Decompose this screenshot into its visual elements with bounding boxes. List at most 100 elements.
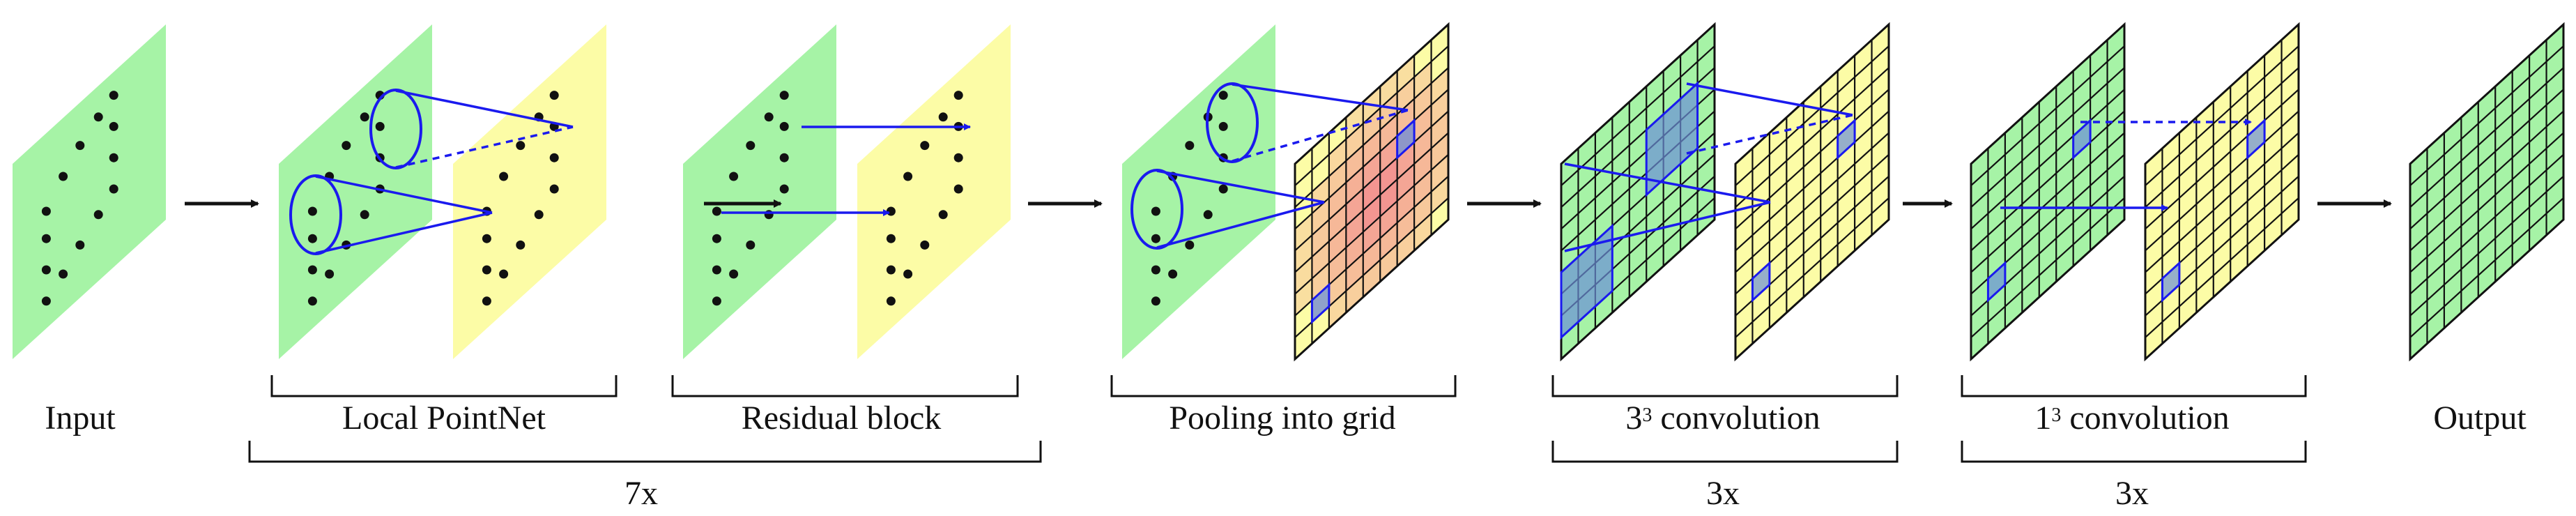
pooled-heat-cell: [1295, 257, 1312, 294]
pointnet-feature-point: [549, 184, 559, 194]
bracket-repeat-3x-conv3: [1551, 441, 1899, 463]
pooled-heat-cell: [1431, 111, 1448, 149]
pointnet-input-point: [307, 265, 317, 275]
conv1-input-grid-grid-h: [1970, 67, 2125, 208]
conv3-output-lower: [1751, 260, 1771, 303]
conv1-feature-grid-grid-h: [2145, 132, 2299, 273]
pooled-heat-cell: [1363, 195, 1381, 232]
pooled-heat-cell: [1363, 238, 1381, 275]
pooled-heat-cell: [1363, 173, 1381, 211]
pooled-heat-cell: [1397, 55, 1415, 93]
input-point: [109, 91, 118, 100]
residual-feature-point: [886, 234, 896, 243]
pooled-heat-cell: [1346, 102, 1363, 139]
output-grid-grid-h: [2409, 153, 2564, 295]
residual-input-point: [779, 184, 789, 194]
residual-input-point: [712, 265, 721, 275]
pooled-grid-grid-h: [1294, 153, 1449, 295]
conv1-input-grid-grid-h: [1970, 132, 2125, 273]
bracket-repeat-3x-conv1: [1961, 441, 2307, 463]
pooled-heat-cell: [1397, 185, 1415, 223]
pointnet-feature-point: [516, 240, 526, 250]
pooled-heat-cell: [1380, 201, 1397, 238]
pooled-heat-cell: [1397, 142, 1415, 180]
pointnet-feature-point: [516, 141, 526, 151]
pooling-input-plane: [1122, 24, 1275, 359]
pooled-heat-cell: [1363, 130, 1381, 167]
conv1-input-grid-grid-h: [1970, 110, 2125, 252]
input-point: [59, 172, 68, 181]
pointnet-input-point: [307, 296, 317, 306]
label-residual-block: Residual block: [741, 400, 942, 437]
pooled-heat-cell: [1380, 70, 1397, 108]
residual-input-point: [746, 240, 756, 250]
conv3-feature-grid: [1734, 22, 1890, 362]
output-grid-grid-h: [2409, 45, 2564, 186]
conv1-feature-grid-grid-h: [2145, 45, 2299, 186]
pooled-heat-cell: [1328, 182, 1347, 220]
pointnet-input-point: [325, 269, 335, 279]
pooled-heat-cell: [1312, 263, 1329, 301]
output-grid-grid-h: [2409, 110, 2564, 252]
pooled-heat-cell: [1295, 213, 1312, 251]
pointnet-feature-point: [549, 153, 559, 162]
pooling-input-point: [1151, 265, 1160, 275]
pooled-heat-cell: [1380, 136, 1397, 174]
pooled-heat-cell: [1431, 132, 1448, 170]
residual-feature-point: [938, 112, 948, 122]
residual-input-point: [729, 172, 739, 181]
pooled-heat-cell: [1414, 213, 1432, 251]
pooled-heat-cell: [1328, 248, 1347, 285]
pooled-heat-cell: [1397, 229, 1415, 266]
pooled-target-cell-lower: [1310, 282, 1331, 325]
pooling-input-point: [1218, 184, 1228, 194]
input-point: [109, 121, 118, 131]
residual-input-point: [746, 141, 756, 151]
pointnet-input-point: [360, 112, 369, 122]
input-point: [75, 240, 85, 250]
pooled-heat-cell: [1380, 222, 1397, 260]
label-pooling-into-grid: Pooling into grid: [1169, 400, 1396, 437]
conv3-feature-grid-grid-h: [1735, 110, 1889, 252]
pooling-input-point: [1203, 210, 1213, 220]
bracket-conv3: [1551, 375, 1899, 397]
pooled-heat-cell: [1295, 278, 1312, 316]
conv1-kernel-lower: [1986, 260, 2007, 303]
residual-input-point: [712, 206, 721, 216]
pooled-heat-cell: [1380, 179, 1397, 217]
conv1-feature-grid-grid-h: [2145, 67, 2299, 208]
conv1-output-upper: [2246, 118, 2266, 160]
residual-feature-point: [953, 184, 963, 194]
label-local-pointnet: Local PointNet: [342, 400, 546, 437]
input-point: [41, 296, 51, 306]
pooled-heat-cell: [1414, 105, 1432, 142]
pooled-heat-cell: [1346, 167, 1363, 204]
pool-line: [1156, 201, 1325, 249]
residual-input-point: [779, 91, 789, 100]
pointnet-feature-point: [482, 234, 491, 243]
label-repeat-7x: 7x: [624, 475, 658, 512]
label-conv3: 33 convolution: [1625, 400, 1820, 437]
bracket-local-pointnet: [270, 375, 618, 397]
pointnet-input-point: [375, 121, 385, 131]
residual-feature-point: [903, 269, 913, 279]
pooled-heat-cell: [1397, 77, 1415, 114]
pooled-heat-cell: [1295, 235, 1312, 273]
conv1-input-grid-grid-h: [1970, 45, 2125, 186]
residual-input-point: [779, 121, 789, 131]
input-point: [41, 206, 51, 216]
pooled-heat-cell: [1363, 151, 1381, 189]
pooled-heat-cell: [1414, 83, 1432, 121]
pointnet-feature-point: [534, 210, 544, 220]
pointnet-feature-point: [549, 91, 559, 100]
residual-feature-point: [903, 172, 913, 181]
bracket-residual-block: [671, 375, 1019, 397]
pooled-heat-cell: [1414, 192, 1432, 229]
input-point: [41, 265, 51, 275]
pointnet-feature-point: [482, 296, 491, 306]
pooled-heat-cell: [1346, 275, 1363, 313]
residual-input-point: [712, 234, 721, 243]
conv3-input-grid-grid-h: [1561, 45, 1715, 186]
input-point: [59, 269, 68, 279]
pooling-input-point: [1218, 91, 1228, 100]
